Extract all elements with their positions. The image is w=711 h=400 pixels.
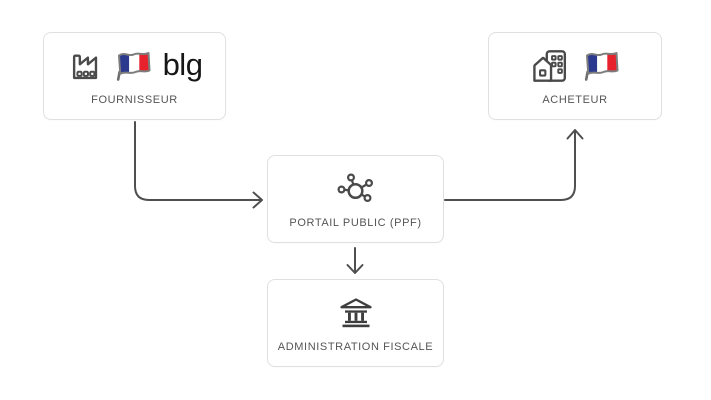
node-administration-fiscale: ADMINISTRATION FISCALE xyxy=(267,279,444,367)
office-building-icon xyxy=(531,47,573,85)
acheteur-label: ACHETEUR xyxy=(542,94,608,106)
acheteur-icons xyxy=(531,33,620,95)
france-flag-icon xyxy=(116,49,152,83)
portail-public-label: PORTAIL PUBLIC (PPF) xyxy=(289,217,422,229)
bank-icon xyxy=(336,293,376,333)
node-fournisseur: blg FOURNISSEUR xyxy=(43,32,226,120)
france-flag-icon xyxy=(584,49,620,83)
arrow-fournisseur-to-portail xyxy=(134,121,263,209)
blg-logo: blg xyxy=(162,47,203,82)
administration-fiscale-label: ADMINISTRATION FISCALE xyxy=(277,341,434,353)
arrow-portail-to-administration xyxy=(346,247,364,274)
arrow-portail-to-acheteur xyxy=(444,129,584,201)
node-acheteur: ACHETEUR xyxy=(488,32,662,120)
factory-icon xyxy=(67,47,105,85)
administration-icons xyxy=(336,280,376,342)
fournisseur-label: FOURNISSEUR xyxy=(91,94,178,106)
network-hub-icon xyxy=(336,169,376,209)
portail-icons xyxy=(336,156,376,218)
node-portail-public: PORTAIL PUBLIC (PPF) xyxy=(267,155,444,243)
fournisseur-icons: blg xyxy=(67,33,203,95)
